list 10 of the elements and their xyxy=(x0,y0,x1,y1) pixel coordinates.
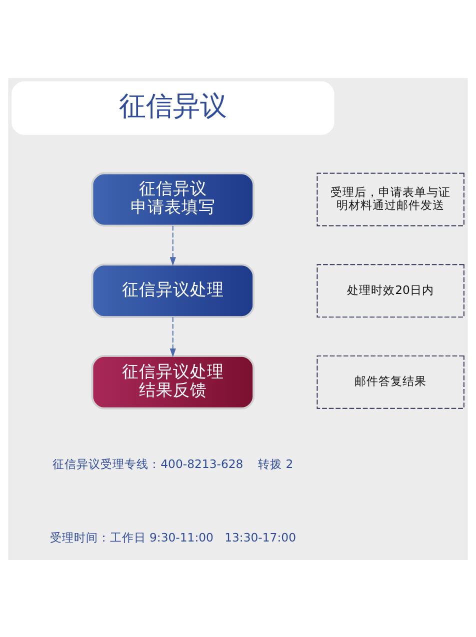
label: 受理时间：工作日 9:30-11:00 13:30-17:00 xyxy=(50,530,296,544)
label: 征信异议受理专线：400-8213-628 转拨 2 xyxy=(52,456,294,470)
node-box: 征信异议处理 xyxy=(91,263,255,318)
node-box: 征信异议处理结果反馈 xyxy=(91,354,255,409)
node-box: 征信异议申请表填写 xyxy=(91,172,255,226)
node-box: 处理时效20日内 xyxy=(316,264,464,318)
arrow xyxy=(170,224,176,266)
arrow xyxy=(170,316,176,357)
node-box: 邮件答复结果 xyxy=(316,354,464,408)
node-box: 受理后，申请表单与证明材料通过邮件发送 xyxy=(316,172,464,226)
